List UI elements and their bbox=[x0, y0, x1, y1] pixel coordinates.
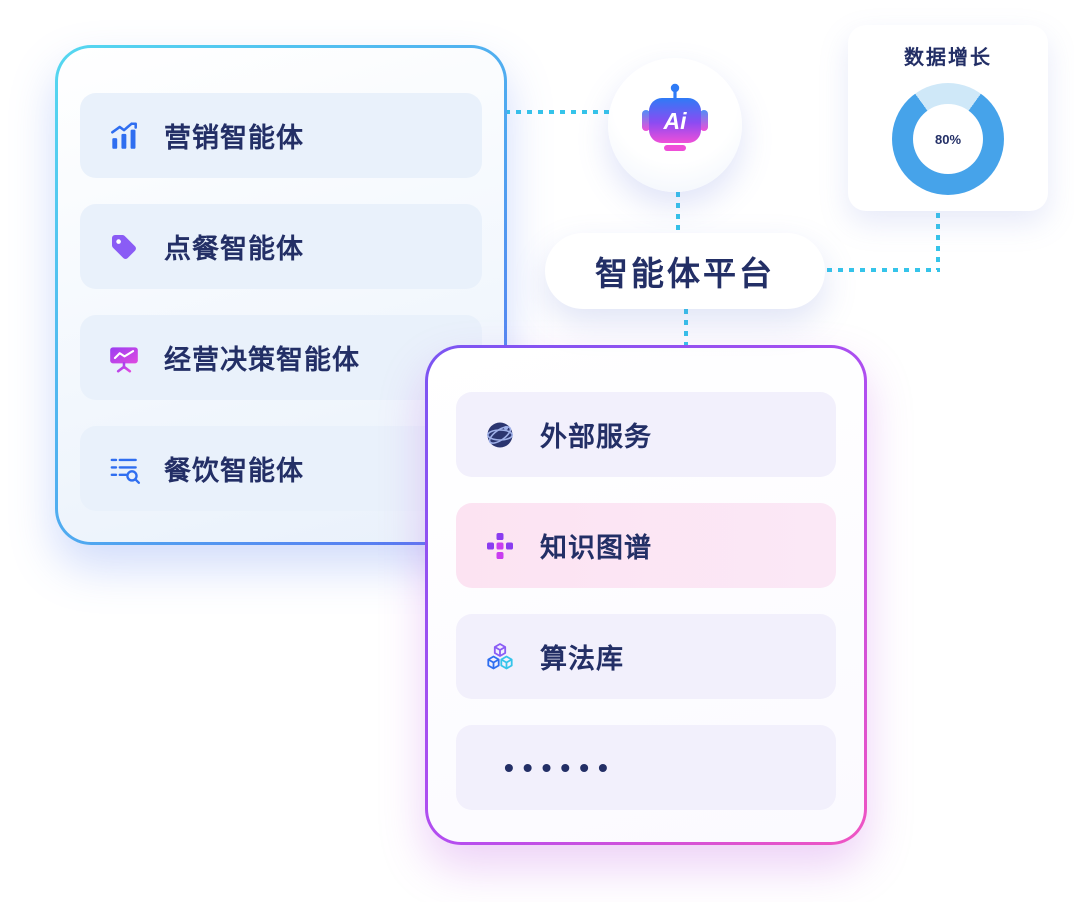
donut-chart: 80% bbox=[892, 83, 1004, 195]
agent-item-label: 营销智能体 bbox=[164, 123, 304, 153]
agent-item-label: 餐饮智能体 bbox=[164, 456, 304, 486]
platform-panel: 外部服务 知识图谱 bbox=[425, 345, 867, 845]
data-growth-title: 数据增长 bbox=[904, 47, 992, 69]
agent-item-decision: 经营决策智能体 bbox=[80, 315, 482, 400]
platform-item-external-services: 外部服务 bbox=[456, 392, 836, 477]
platform-item-label: 外部服务 bbox=[540, 422, 652, 452]
bar-chart-icon bbox=[106, 118, 142, 154]
ellipsis-dots: •••••• bbox=[504, 751, 617, 783]
agents-panel: 营销智能体 点餐智能体 bbox=[55, 45, 507, 545]
data-growth-card: 数据增长 80% bbox=[848, 25, 1048, 211]
globe-icon bbox=[482, 417, 518, 453]
price-tag-icon bbox=[106, 229, 142, 265]
agent-item-marketing: 营销智能体 bbox=[80, 93, 482, 178]
platform-pill: 智能体平台 bbox=[545, 233, 825, 309]
donut-percent-label: 80% bbox=[934, 131, 962, 147]
connector-pill-to-growth-horizontal bbox=[827, 268, 940, 272]
platform-panel-body: 外部服务 知识图谱 bbox=[428, 348, 864, 842]
agent-item-ordering: 点餐智能体 bbox=[80, 204, 482, 289]
platform-pill-label: 智能体平台 bbox=[595, 255, 775, 292]
ai-robot-text: Ai bbox=[663, 108, 688, 134]
platform-item-label: 算法库 bbox=[540, 644, 624, 674]
ai-robot-icon: Ai bbox=[629, 77, 721, 174]
connector-robot-to-pill bbox=[676, 192, 680, 234]
agent-item-catering: 餐饮智能体 bbox=[80, 426, 482, 511]
connector-pill-to-rightpanel bbox=[684, 309, 688, 347]
agent-item-label: 经营决策智能体 bbox=[164, 345, 360, 375]
platform-item-algorithm-library: 算法库 bbox=[456, 614, 836, 699]
cubes-icon bbox=[482, 639, 518, 675]
agents-panel-body: 营销智能体 点餐智能体 bbox=[58, 48, 504, 542]
platform-item-knowledge-graph: 知识图谱 bbox=[456, 503, 836, 588]
platform-item-label: 知识图谱 bbox=[540, 533, 652, 563]
presentation-chart-icon bbox=[106, 340, 142, 376]
platform-item-more: •••••• bbox=[456, 725, 836, 810]
agent-item-label: 点餐智能体 bbox=[164, 234, 304, 264]
connector-pill-to-growth-vertical bbox=[936, 213, 940, 270]
connector-leftpanel-to-robot bbox=[505, 110, 612, 114]
donut-percent: 80% bbox=[913, 104, 983, 174]
list-search-icon bbox=[106, 451, 142, 487]
ai-robot-badge: Ai bbox=[608, 58, 742, 192]
knowledge-grid-icon bbox=[482, 528, 518, 564]
